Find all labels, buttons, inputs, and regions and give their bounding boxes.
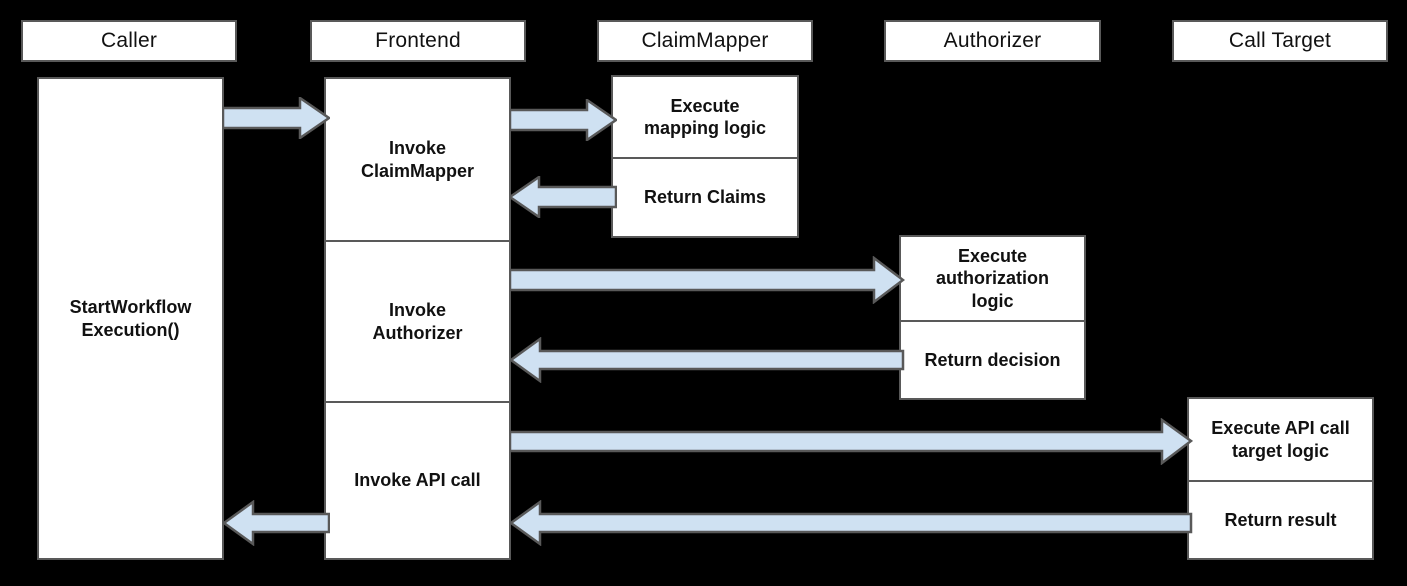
activation-authorizer-return-decision[interactable]: Return decision [901,320,1084,398]
activation-label: Execute API call target logic [1211,418,1350,461]
participant-header-caller[interactable]: Caller [21,20,237,62]
activation-frontend-invoke-claimmapper[interactable]: Invoke ClaimMapper [326,79,509,240]
activation-label: Invoke Authorizer [372,300,463,343]
activation-label: Execute mapping logic [643,95,766,139]
lifeline-frontend[interactable]: Invoke ClaimMapper Invoke Authorizer Inv… [324,77,511,560]
activation-label: Return result [1224,509,1337,530]
participant-header-claimmapper[interactable]: ClaimMapper [597,20,813,62]
activation-frontend-invoke-authorizer[interactable]: Invoke Authorizer [326,240,509,401]
activation-caller-startworkflow[interactable]: StartWorkflow Execution() [39,79,222,558]
participant-header-label: Caller [100,29,158,52]
activation-claimmapper-execute-mapping-logic[interactable]: Execute mapping logic [613,77,797,157]
activation-label: Invoke ClaimMapper [360,138,475,181]
message-arrow-frontend-to-caller[interactable] [222,500,330,546]
activation-label: Execute authorization logic [936,245,1049,311]
message-arrow-frontend-to-claimmapper[interactable] [509,99,617,141]
lifeline-caller[interactable]: StartWorkflow Execution() [37,77,224,560]
lifeline-calltarget[interactable]: Execute API call target logic Return res… [1187,397,1374,560]
activation-label: Return decision [924,349,1061,370]
message-arrow-frontend-to-calltarget[interactable] [509,418,1193,465]
message-arrow-calltarget-to-frontend[interactable] [509,500,1193,546]
participant-header-label: ClaimMapper [641,29,769,52]
activation-authorizer-execute-authorization-logic[interactable]: Execute authorization logic [901,237,1084,320]
message-arrow-claimmapper-to-frontend[interactable] [509,176,617,218]
activation-label: Invoke API call [354,470,481,491]
participant-header-label: Authorizer [943,29,1042,52]
activation-calltarget-execute-api-call-target-logic[interactable]: Execute API call target logic [1189,399,1372,480]
message-arrow-frontend-to-authorizer[interactable] [509,256,905,304]
lifeline-authorizer[interactable]: Execute authorization logic Return decis… [899,235,1086,400]
lifeline-claimmapper[interactable]: Execute mapping logic Return Claims [611,75,799,238]
message-arrow-authorizer-to-frontend[interactable] [509,337,905,383]
participant-header-label: Call Target [1228,29,1332,52]
activation-label: StartWorkflow Execution() [69,297,192,340]
activation-claimmapper-return-claims[interactable]: Return Claims [613,157,797,236]
participant-header-calltarget[interactable]: Call Target [1172,20,1388,62]
participant-header-authorizer[interactable]: Authorizer [884,20,1101,62]
activation-frontend-invoke-api-call[interactable]: Invoke API call [326,401,509,558]
participant-header-label: Frontend [375,29,461,52]
message-arrow-caller-to-frontend[interactable] [222,97,330,139]
activation-label: Return Claims [643,187,767,208]
participant-header-frontend[interactable]: Frontend [310,20,526,62]
activation-calltarget-return-result[interactable]: Return result [1189,480,1372,558]
